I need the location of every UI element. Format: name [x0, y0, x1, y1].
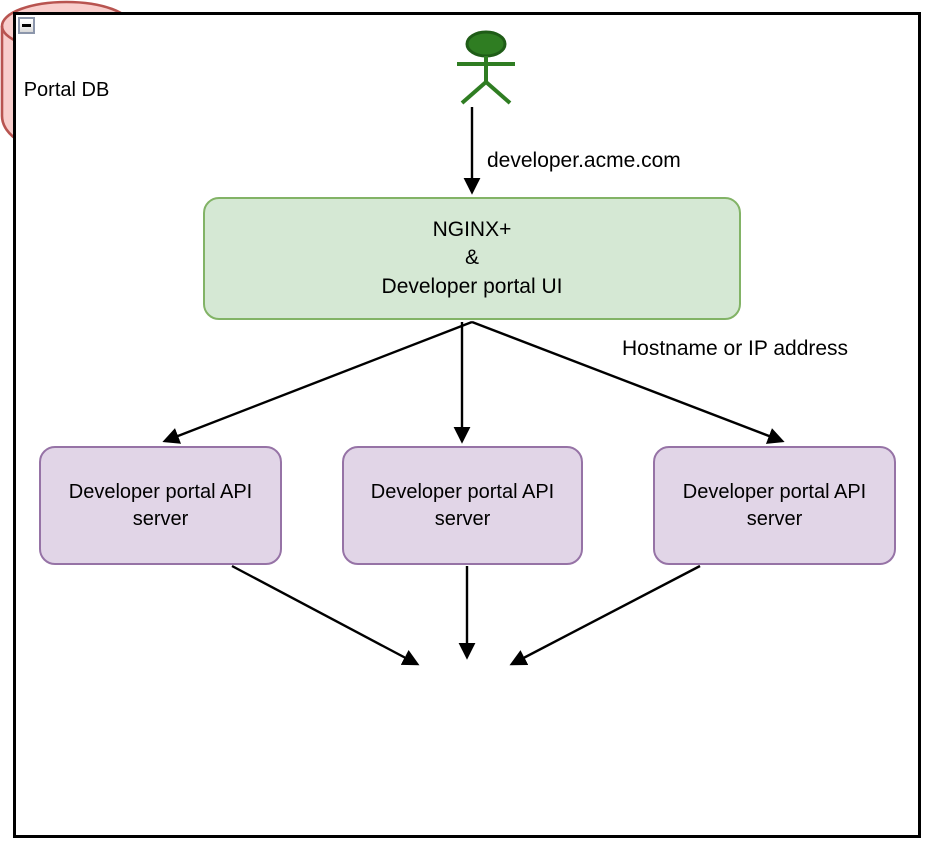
minus-icon [22, 24, 31, 27]
node-portal-db-label: Portal DB [23, 79, 110, 101]
edge-label-hostname-or-ip: Hostname or IP address [622, 337, 849, 360]
node-api-server-2-label: Developer portal API server [370, 480, 555, 530]
node-nginx-developer-portal-ui[interactable]: NGINX+ & Developer portal UI [203, 197, 741, 320]
user-actor-icon [457, 30, 515, 105]
collapse-button[interactable] [18, 17, 35, 34]
diagram-frame [13, 12, 921, 838]
node-portal-db[interactable]: Portal DB [0, 0, 133, 155]
node-api-server-2[interactable]: Developer portal API server [342, 446, 583, 565]
node-nginx-label: NGINX+ & Developer portal UI [381, 218, 563, 298]
node-api-server-3[interactable]: Developer portal API server [653, 446, 896, 565]
node-api-server-1-label: Developer portal API server [68, 480, 253, 530]
node-api-server-1[interactable]: Developer portal API server [39, 446, 282, 565]
edge-label-developer-domain: developer.acme.com [487, 149, 681, 172]
node-api-server-3-label: Developer portal API server [682, 480, 867, 530]
